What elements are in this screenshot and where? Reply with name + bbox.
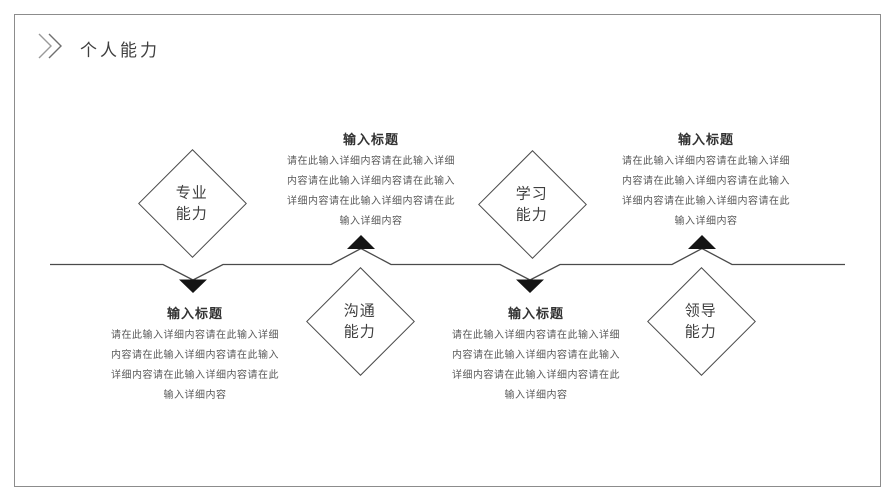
double-chevron-icon [34,30,68,67]
diamond-label: 学习 能力 [516,185,549,224]
block-body-line: 请在此输入详细内容请在此输入详细 [452,330,620,341]
up-triangle-marker-2 [347,235,375,249]
block-title: 输入标题 [677,132,734,147]
down-triangle-marker-3 [516,279,544,293]
timeline-line [50,247,845,281]
diamond-label: 专业 能力 [176,184,209,223]
block-body-line: 输入详细内容 [674,216,738,227]
block-title: 输入标题 [507,306,564,321]
block-body-line: 输入详细内容 [163,390,227,401]
block-body-line: 详细内容请在此输入详细内容请在此 [287,196,455,207]
block-body-line: 内容请在此输入详细内容请在此输入 [287,176,455,187]
block-body-line: 请在此输入详细内容请在此输入详细 [111,330,279,341]
diamond-label: 领导 能力 [685,302,718,341]
block-body-line: 详细内容请在此输入详细内容请在此 [452,370,620,381]
slide-border [14,14,881,487]
page-title: 个人能力 [80,41,160,60]
block-body-line: 输入详细内容 [339,216,403,227]
diamond-label: 沟通 能力 [344,302,377,341]
block-title: 输入标题 [342,132,399,147]
block-body-line: 请在此输入详细内容请在此输入详细 [622,156,790,167]
block-body-line: 详细内容请在此输入详细内容请在此 [622,196,790,207]
block-body-line: 输入详细内容 [504,390,568,401]
block-title: 输入标题 [166,306,223,321]
up-triangle-marker-4 [688,235,716,249]
block-body-line: 详细内容请在此输入详细内容请在此 [111,370,279,381]
text-block-4: 输入标题 请在此输入详细内容请在此输入详细 内容请在此输入详细内容请在此输入 详… [615,131,797,232]
block-body-line: 内容请在此输入详细内容请在此输入 [452,350,620,361]
text-block-2: 输入标题 请在此输入详细内容请在此输入详细 内容请在此输入详细内容请在此输入 详… [280,131,462,232]
block-body-line: 请在此输入详细内容请在此输入详细 [287,156,455,167]
text-block-3: 输入标题 请在此输入详细内容请在此输入详细 内容请在此输入详细内容请在此输入 详… [445,305,627,406]
text-block-1: 输入标题 请在此输入详细内容请在此输入详细 内容请在此输入详细内容请在此输入 详… [104,305,286,406]
block-body-line: 内容请在此输入详细内容请在此输入 [622,176,790,187]
down-triangle-marker-1 [179,279,207,293]
block-body-line: 内容请在此输入详细内容请在此输入 [111,350,279,361]
page-header: 个人能力 [34,30,160,67]
